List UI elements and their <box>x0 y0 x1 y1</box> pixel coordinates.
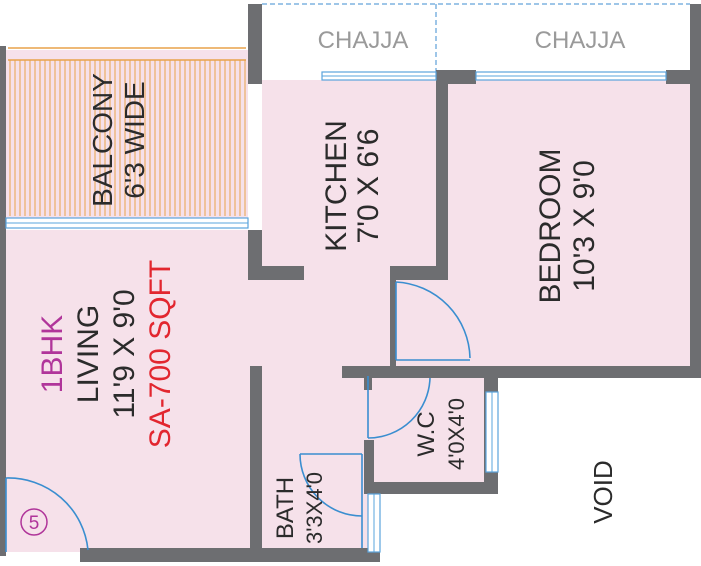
kitchen-name: KITCHEN <box>320 120 353 252</box>
wall-bedroom-bottom <box>342 366 700 378</box>
bedroom-name: BEDROOM <box>534 148 567 303</box>
room-floors <box>4 50 692 552</box>
living-unit-type: 1BHK <box>36 315 69 393</box>
wall-wc-left <box>364 440 374 490</box>
wall-right <box>690 80 701 378</box>
balcony-hatch <box>9 60 246 216</box>
wall-kitchen-top <box>248 70 262 84</box>
flat-number-badge: 5 <box>20 508 48 536</box>
flat-number: 5 <box>29 513 40 534</box>
chajja-right-label: CHAJJA <box>535 27 626 54</box>
kitchen-size: 7'0 X 6'6 <box>352 129 385 244</box>
door-entry-swing <box>5 477 89 551</box>
wall-wc-bottom <box>364 482 498 494</box>
living-name: LIVING <box>72 305 105 403</box>
bedroom-floor <box>438 80 692 368</box>
bath-floor <box>262 366 372 552</box>
living-floor <box>6 230 262 552</box>
wall-bath-bottom <box>80 548 380 562</box>
chajja-outline <box>262 3 690 72</box>
wc-size: 4'0X4'0 <box>444 398 469 470</box>
balcony-size: 6'3 WIDE <box>119 81 150 198</box>
balcony-name: BALCONY <box>87 73 118 207</box>
wc-floor <box>372 376 486 484</box>
kitchen-floor <box>262 80 438 366</box>
wall-kitchen-bedroom <box>436 80 448 280</box>
bath-name: BATH <box>272 477 299 539</box>
wc-name: W.C <box>413 411 440 456</box>
wall-kitchen-bottom-right <box>390 266 448 280</box>
labels: CHAJJA CHAJJA BALCONY 6'3 WIDE KITCHEN 7… <box>36 27 625 544</box>
balcony-railing <box>8 47 246 61</box>
wall-door-jamb <box>390 266 396 366</box>
void-label: VOID <box>588 460 618 524</box>
window-mullions <box>6 75 666 552</box>
wall-top-left-post <box>248 4 262 76</box>
doors <box>5 281 471 552</box>
living-area: SA-700 SQFT <box>144 260 177 448</box>
door-wc-swing <box>367 377 431 439</box>
chajja-left-label: CHAJJA <box>318 27 409 54</box>
walls <box>0 4 701 562</box>
wall-top-right-post <box>690 4 701 72</box>
wall-left <box>0 46 6 556</box>
door-bedroom-swing <box>395 281 471 359</box>
bedroom-size: 10'3 X 9'0 <box>568 160 601 292</box>
wall-kitchen-bottom-left <box>248 266 304 280</box>
wall-bath-left <box>250 366 262 556</box>
door-bath-swing <box>299 453 363 517</box>
bath-size: 3'3X4'0 <box>302 472 327 544</box>
living-size: 11'9 X 9'0 <box>108 289 141 418</box>
